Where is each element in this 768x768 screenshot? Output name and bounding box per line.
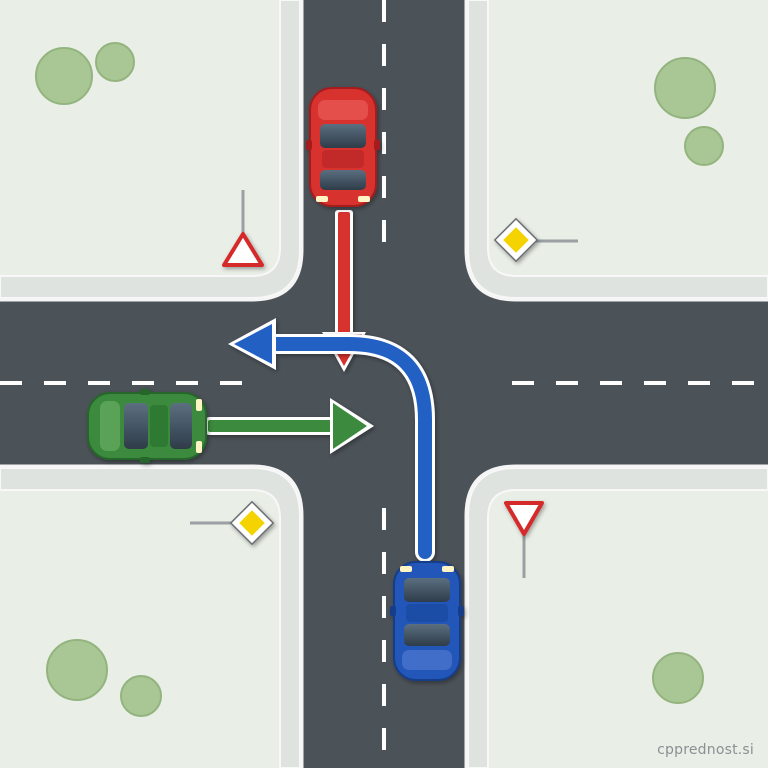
sidewalk-sw	[0, 467, 301, 768]
tree-icon	[95, 42, 135, 82]
priority-road-sign-icon	[229, 500, 275, 546]
arrow-blue	[228, 318, 435, 562]
watermark: cpprednost.si	[657, 742, 754, 758]
sign-priority-ne	[493, 217, 578, 263]
yield-sign-icon	[504, 501, 544, 536]
car-green	[87, 389, 207, 463]
car-blue	[390, 561, 464, 681]
arrow-green	[206, 398, 374, 454]
priority-road-sign-icon	[493, 217, 539, 263]
tree-icon	[46, 639, 108, 701]
sidewalk-nw	[0, 0, 301, 299]
yield-sign-icon	[222, 232, 264, 267]
tree-icon	[652, 652, 704, 704]
sidewalk-se	[467, 467, 768, 768]
tree-icon	[684, 126, 724, 166]
sign-yield-se	[504, 501, 544, 578]
sign-yield-nw	[222, 190, 264, 267]
tree-icon	[654, 57, 716, 119]
tree-icon	[120, 675, 162, 717]
car-red	[306, 87, 380, 207]
sign-priority-sw	[190, 500, 275, 546]
tree-icon	[35, 47, 93, 105]
sidewalk-ne	[467, 0, 768, 299]
trees	[35, 42, 724, 717]
